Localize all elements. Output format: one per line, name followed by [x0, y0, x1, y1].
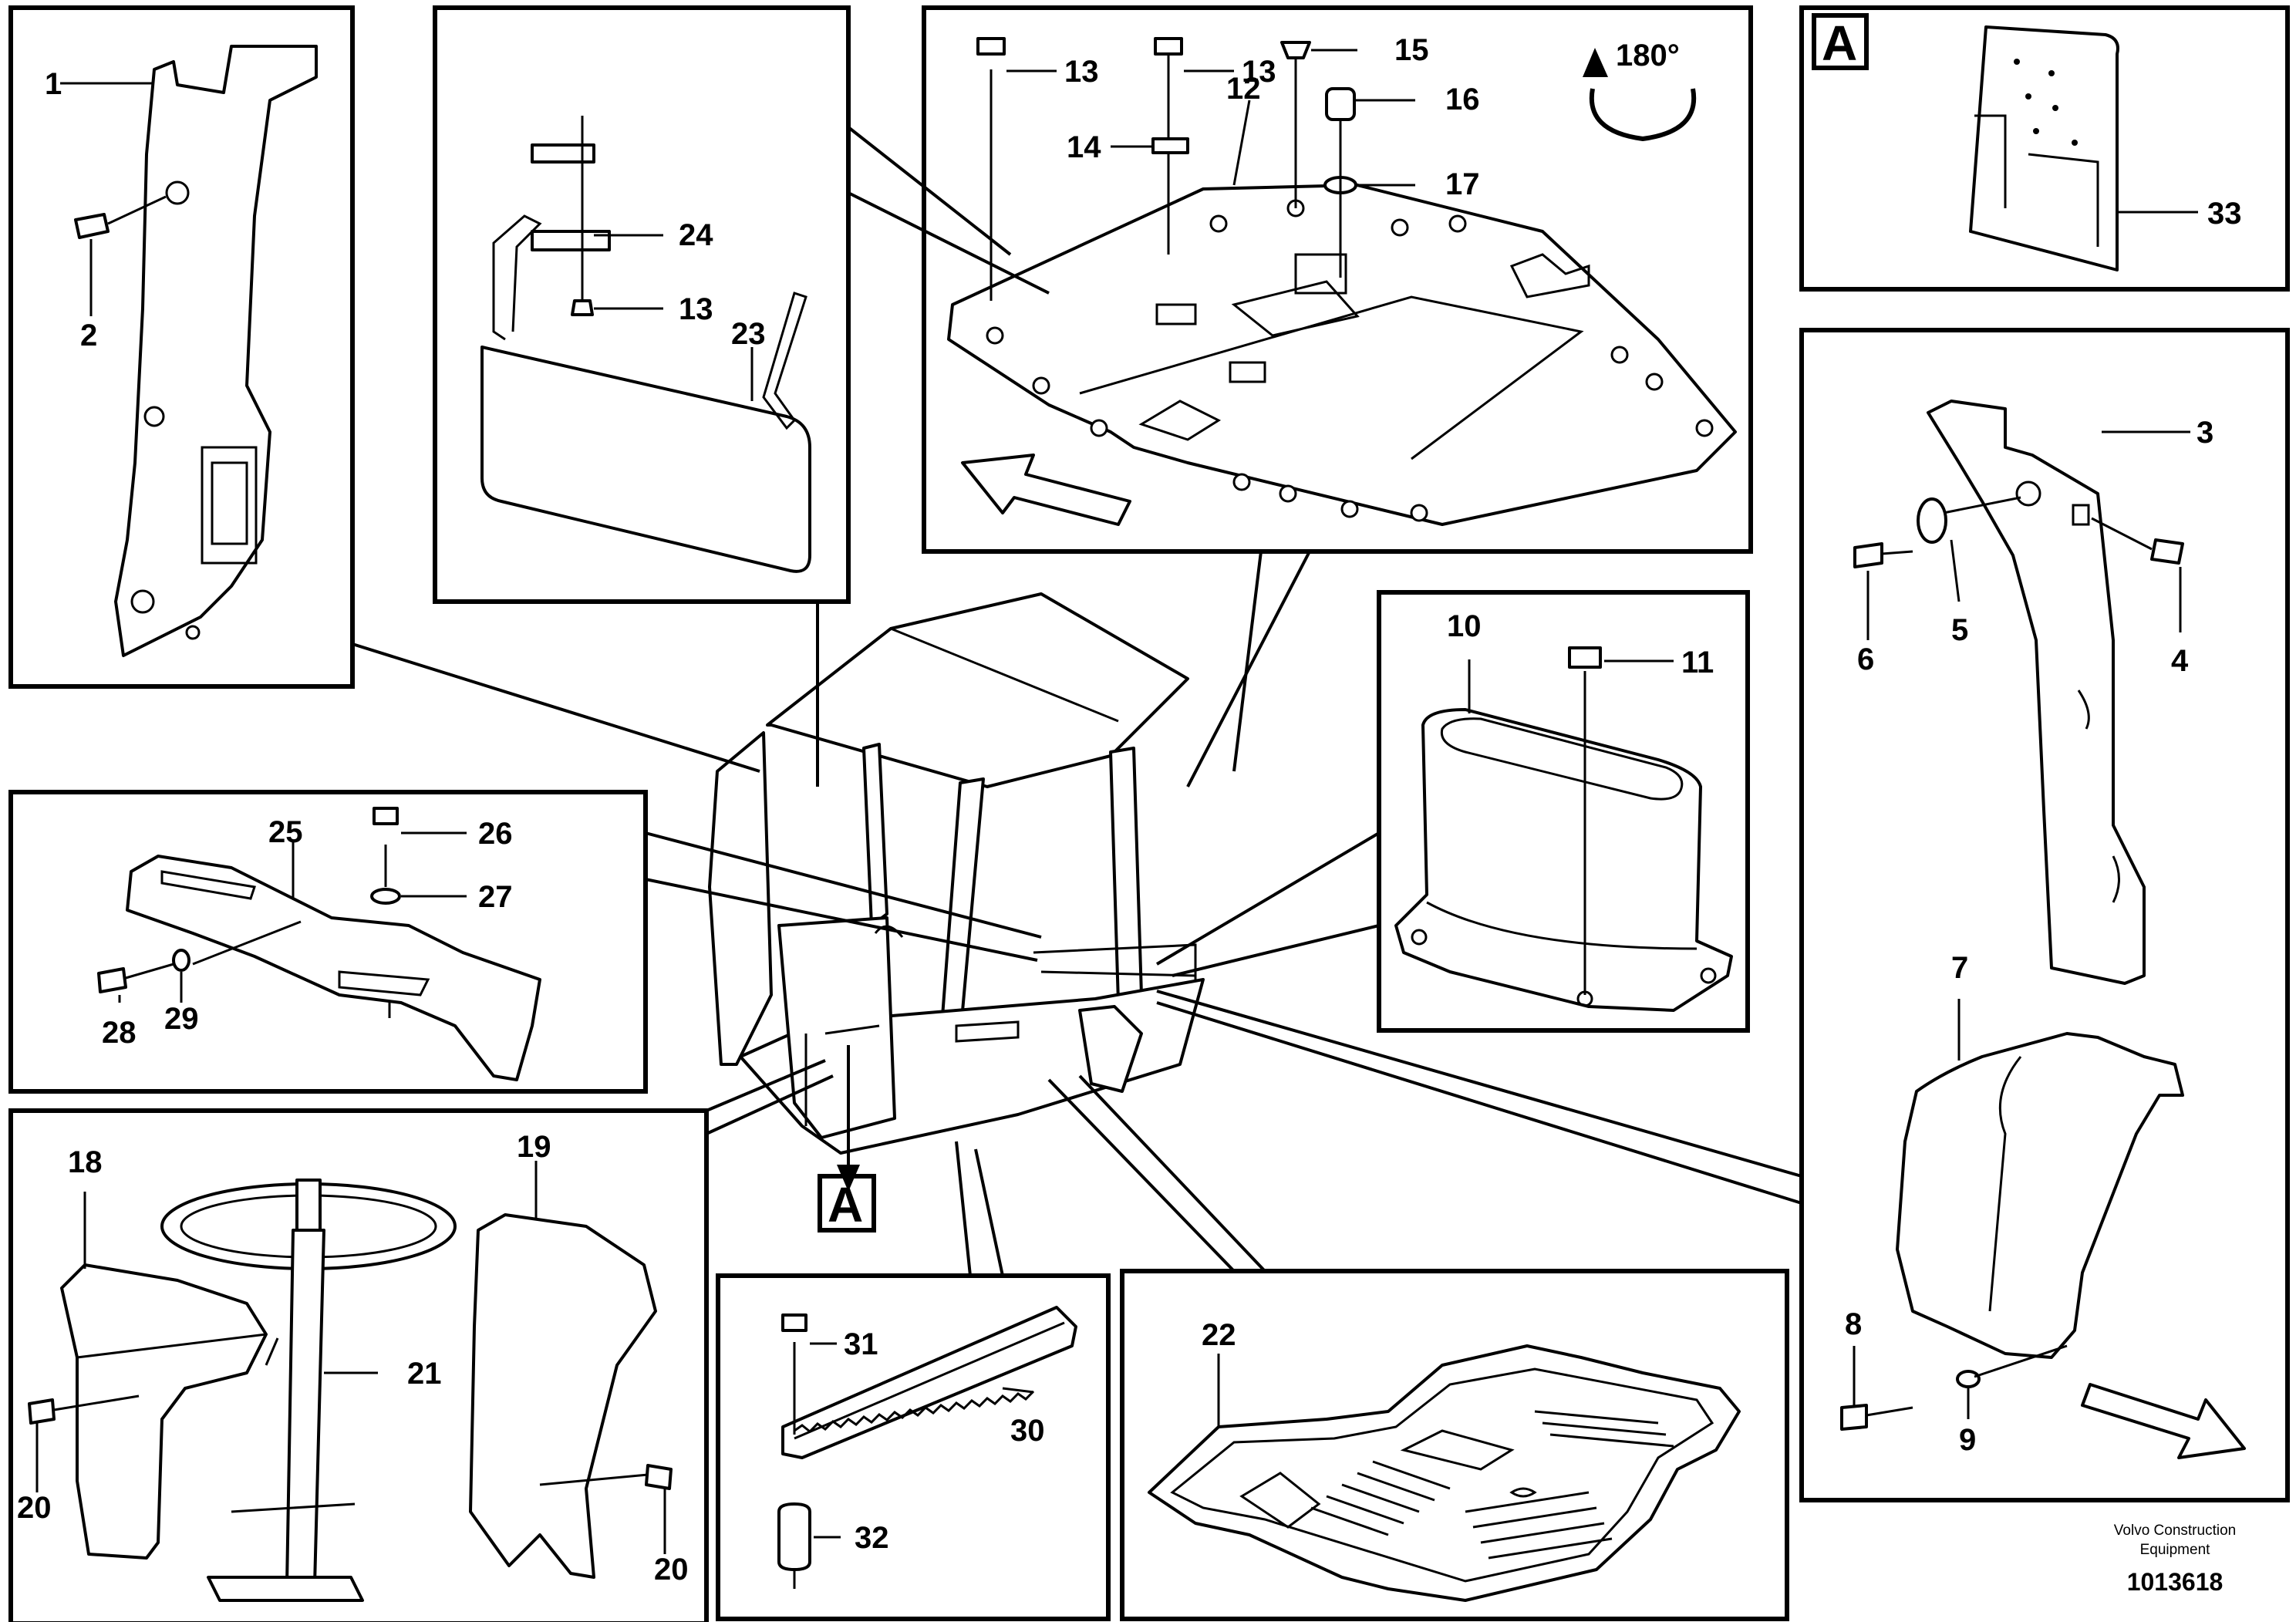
callout-25: 25 — [268, 815, 303, 849]
bolt-part-26 — [373, 807, 399, 825]
screw-part-2 — [74, 213, 110, 239]
screw-part-4 — [2150, 538, 2184, 565]
screw-part-20b — [645, 1464, 673, 1490]
callout-17: 17 — [1445, 167, 1480, 201]
panel-steering: 18 19 21 20 20 — [8, 1108, 709, 1622]
panel-floor-mat: 22 — [1120, 1269, 1789, 1621]
callout-22: 22 — [1202, 1318, 1236, 1352]
console-part-18 — [60, 1263, 268, 1560]
rotation-label: 180° — [1616, 39, 1680, 73]
company-name-line2: Equipment — [2140, 1542, 2211, 1558]
panel-view-a: A 33 — [1799, 5, 2290, 292]
callout-5: 5 — [1951, 613, 1968, 647]
screw-part-20a — [28, 1398, 56, 1425]
screw-part-8 — [1840, 1404, 1868, 1431]
direction-arrow-icon — [961, 454, 1131, 526]
callout-13b: 13 — [1064, 55, 1099, 89]
company-name-line1: Volvo Construction — [2114, 1523, 2236, 1539]
callout-6: 6 — [1857, 642, 1874, 676]
callout-20a: 20 — [17, 1491, 52, 1525]
callout-13c: 13 — [1242, 55, 1276, 89]
pillar-trim-part-3 — [1927, 400, 2146, 985]
console-part-19 — [469, 1213, 657, 1579]
callout-26: 26 — [478, 817, 513, 851]
screw-part-15 — [1280, 41, 1311, 59]
bolt-part-13b — [976, 37, 1006, 56]
callout-19: 19 — [517, 1130, 551, 1164]
callout-29: 29 — [164, 1002, 199, 1036]
panel-cup-holder: 10 11 — [1377, 590, 1750, 1033]
spacer-part-32 — [777, 1502, 811, 1571]
panel-step-plate: 31 30 32 — [716, 1273, 1111, 1621]
cab-pillar-left — [862, 743, 888, 927]
footer: Volvo Construction Equipment 1013618 — [2114, 1523, 2236, 1596]
clip-part-5 — [1917, 497, 1947, 544]
washer-part-27 — [370, 888, 401, 905]
washer-part-29 — [172, 949, 190, 972]
panel-side-trim: 25 26 27 28 29 — [8, 790, 648, 1094]
steering-column-part-21 — [285, 1229, 325, 1587]
callout-30: 30 — [1010, 1414, 1045, 1448]
callout-9: 9 — [1959, 1423, 1976, 1457]
floor-mat-part-22 — [1148, 1344, 1741, 1602]
callout-20b: 20 — [654, 1553, 689, 1587]
step-plate-part-30 — [781, 1306, 1077, 1459]
callout-21: 21 — [407, 1357, 442, 1391]
pillar-trim-part-1 — [114, 45, 318, 657]
callout-27: 27 — [478, 880, 513, 914]
bolt-part-31 — [781, 1313, 807, 1332]
strap-part-14 — [1151, 137, 1189, 154]
callout-24: 24 — [679, 218, 713, 252]
screw-part-28 — [97, 967, 127, 993]
sun-visor-part-23 — [480, 346, 811, 573]
callout-28: 28 — [102, 1016, 137, 1050]
direction-arrow-right-icon — [2081, 1383, 2246, 1459]
floor-plate-part-12 — [947, 184, 1737, 526]
panel-sun-visor: 24 13 23 — [433, 5, 851, 604]
callout-33: 33 — [2207, 197, 2242, 231]
bolt-part-13a — [571, 299, 594, 316]
panel-floor-plate: 13 13 14 12 15 16 17 180° — [922, 5, 1753, 554]
callout-3: 3 — [2197, 416, 2213, 450]
callout-31: 31 — [844, 1327, 878, 1361]
side-trim-part-25 — [126, 855, 541, 1081]
bolt-part-11 — [1568, 646, 1602, 669]
cab-pillar-right — [1109, 747, 1143, 1004]
callout-12: 12 — [1226, 72, 1261, 106]
trim-part-7 — [1896, 1032, 2184, 1359]
document-number: 1013618 — [2127, 1568, 2224, 1596]
connector-lines — [352, 126, 1802, 1276]
view-ref-a-label: A — [1822, 15, 1857, 71]
callout-10: 10 — [1447, 609, 1482, 643]
callout-23: 23 — [731, 317, 766, 351]
callout-8: 8 — [1845, 1307, 1862, 1341]
callout-4: 4 — [2171, 644, 2189, 678]
panel-pillar-trim-left: 1 2 — [8, 5, 355, 689]
spacer-part-16 — [1325, 87, 1356, 121]
callout-1: 1 — [45, 67, 62, 101]
washer-part-9 — [1956, 1370, 1981, 1388]
rotation-indicator: 180° — [1583, 39, 1697, 142]
floor-plate-holes — [986, 199, 1714, 522]
callout-18: 18 — [68, 1145, 103, 1179]
cup-holder-part-10 — [1394, 708, 1733, 1012]
cab-seat-mount — [1078, 1005, 1143, 1093]
cab-roof — [766, 592, 1189, 788]
panel-part-33 — [1969, 25, 2119, 271]
callout-13a: 13 — [679, 292, 713, 326]
callout-32: 32 — [855, 1521, 889, 1555]
panel-pillar-trim-right: 3 4 5 6 7 8 9 — [1799, 328, 2290, 1502]
callout-11: 11 — [1681, 646, 1714, 679]
view-ref-a-marker: A — [828, 1177, 863, 1233]
screw-part-6 — [1853, 542, 1883, 568]
callout-15: 15 — [1394, 33, 1429, 67]
callout-7: 7 — [1951, 951, 1968, 985]
callout-2: 2 — [80, 319, 97, 352]
cab-panel-a — [777, 916, 896, 1139]
cab-assembly: A — [708, 592, 1205, 1233]
callout-14: 14 — [1067, 130, 1101, 164]
callout-16: 16 — [1445, 83, 1480, 116]
